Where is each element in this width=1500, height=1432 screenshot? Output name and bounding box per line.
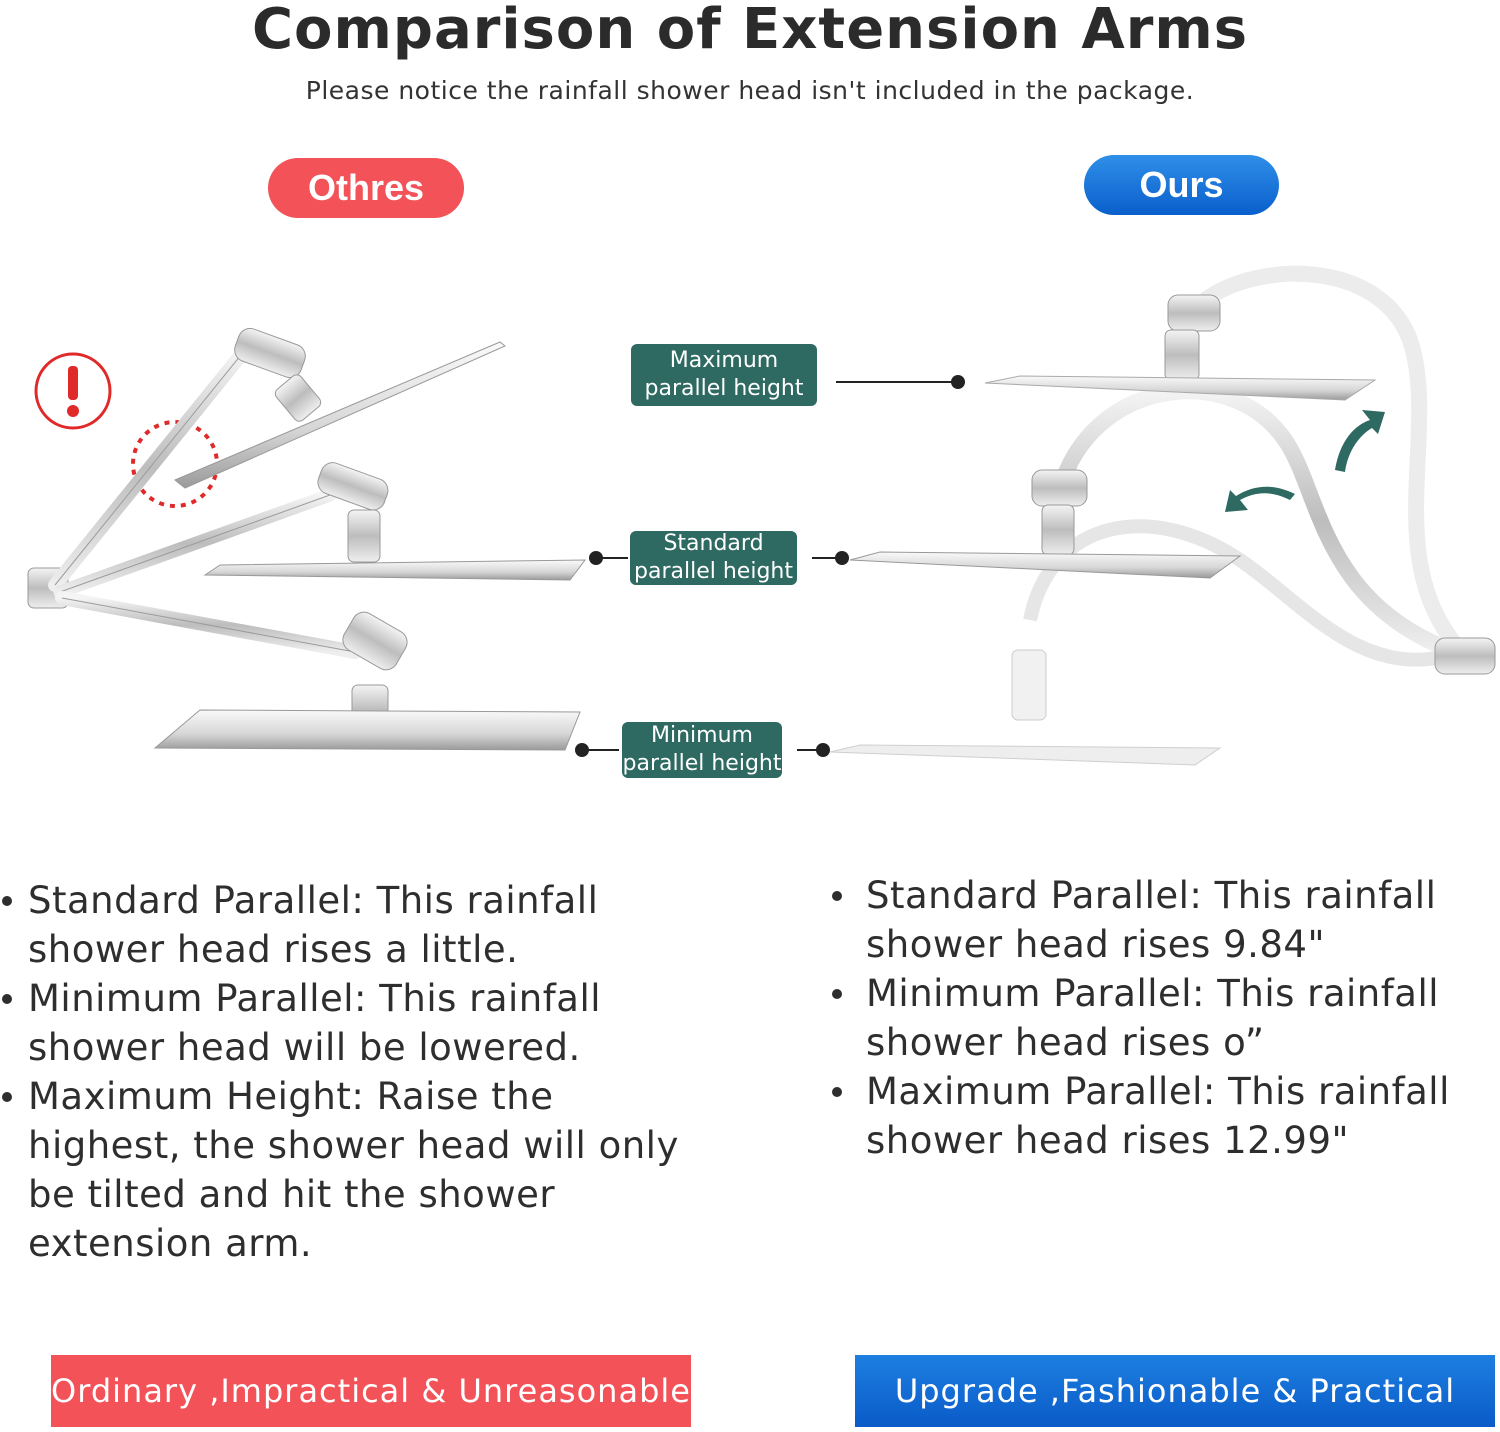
- curved-arrow-icon: [1225, 410, 1385, 512]
- list-item: Maximum Parallel: This rainfall shower h…: [828, 1067, 1478, 1165]
- upgrade-banner: Upgrade ,Fashionable & Practical: [855, 1355, 1495, 1427]
- our-arm-illustration: [829, 265, 1496, 766]
- standard-parallel-height-tag: Standard parallel height: [630, 531, 797, 585]
- tag-line: parallel height: [644, 376, 804, 401]
- list-item: Maximum Height: Raise the highest, the s…: [0, 1072, 700, 1268]
- tag-line: parallel height: [634, 559, 793, 584]
- list-item: Minimum Parallel: This rainfall shower h…: [828, 969, 1478, 1067]
- list-item: Minimum Parallel: This rainfall shower h…: [0, 974, 700, 1072]
- ours-badge: Ours: [1084, 155, 1279, 215]
- tag-line: parallel height: [622, 751, 782, 776]
- tag-line: Standard: [663, 531, 764, 556]
- list-item: Standard Parallel: This rainfall shower …: [0, 876, 700, 974]
- connector-lines: [575, 375, 965, 757]
- page-subtitle: Please notice the rainfall shower head i…: [305, 76, 1195, 105]
- ordinary-banner: Ordinary ,Impractical & Unreasonable: [51, 1355, 691, 1427]
- ours-feature-list: Standard Parallel: This rainfall shower …: [828, 871, 1478, 1165]
- maximum-parallel-height-tag: Maximum parallel height: [631, 344, 817, 406]
- comparison-illustration: [27, 265, 1496, 766]
- others-feature-list: Standard Parallel: This rainfall shower …: [0, 876, 700, 1268]
- minimum-parallel-height-tag: Minimum parallel height: [622, 722, 782, 778]
- list-item: Standard Parallel: This rainfall shower …: [828, 871, 1478, 969]
- ordinary-arm-illustration: [27, 327, 587, 751]
- exclamation-circle-icon: [34, 352, 112, 430]
- page-title: Comparison of Extension Arms: [251, 0, 1249, 62]
- others-badge: Othres: [268, 158, 464, 218]
- tag-line: Minimum: [651, 723, 753, 748]
- tag-line: Maximum: [669, 348, 779, 373]
